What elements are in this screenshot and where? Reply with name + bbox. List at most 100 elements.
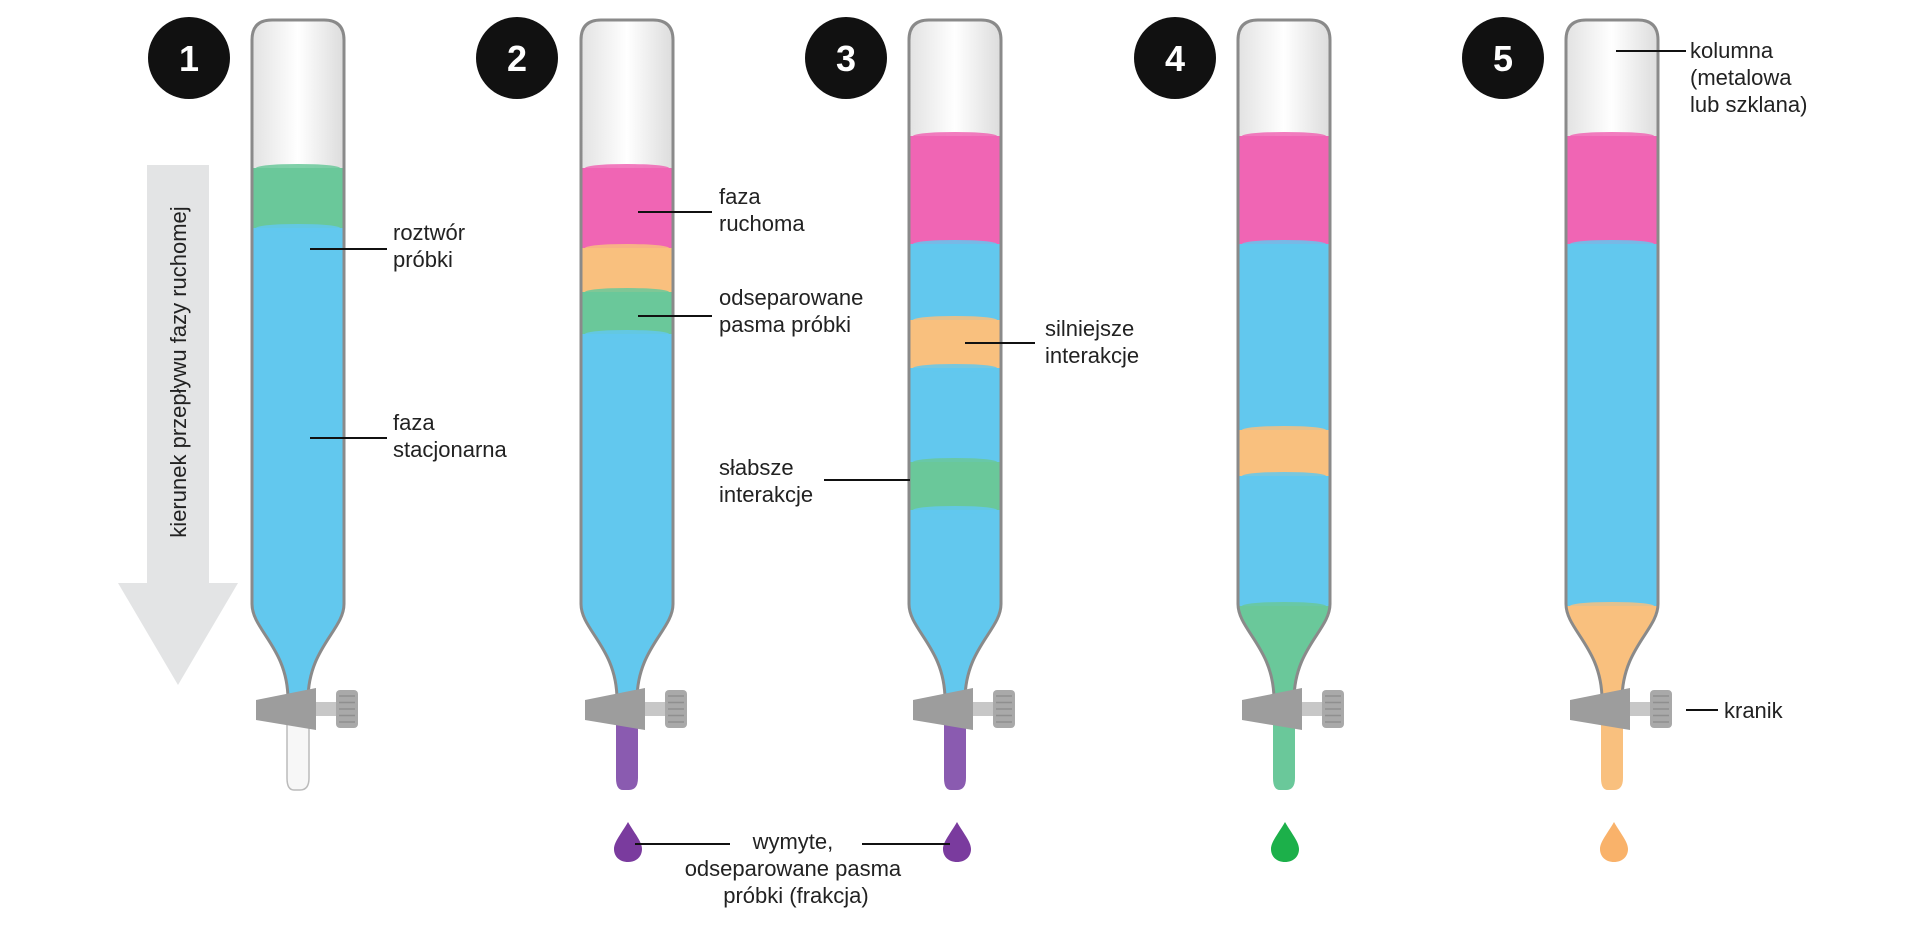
stopcock-shaft <box>645 702 667 716</box>
stationary-phase-rim <box>1242 472 1326 480</box>
stopcock-body <box>1242 688 1302 730</box>
stopcock-body <box>585 688 645 730</box>
stopcock-body <box>1570 688 1630 730</box>
stationary-phase-rim <box>913 506 997 514</box>
outlet-stem <box>1273 716 1295 790</box>
stopcock-shaft <box>973 702 995 716</box>
stationary-phase-rim <box>913 240 997 248</box>
step-number: 3 <box>836 38 856 79</box>
step-badge-1: 1 <box>148 17 230 99</box>
drop-purple-icon <box>614 822 642 862</box>
stationary-phase-label: faza stacjonarna <box>393 410 508 462</box>
orange-band-rim <box>913 316 997 324</box>
stopcock-body <box>913 688 973 730</box>
step-number: 1 <box>179 38 199 79</box>
green-band <box>909 462 1001 510</box>
green-band-rim <box>585 288 669 296</box>
flow-direction-arrow: kierunek przepływu fazy ruchomej <box>118 165 238 685</box>
stronger-interactions-label: silniejsze interakcje <box>1045 316 1140 368</box>
stationary-phase-rim <box>1570 240 1654 248</box>
step-badges: 1 2 3 4 5 <box>148 17 1544 99</box>
labels: roztwór próbki faza stacjonarna faza ruc… <box>393 38 1807 908</box>
column-fill <box>1238 132 1330 700</box>
sample-band <box>252 168 344 228</box>
step-number: 2 <box>507 38 527 79</box>
stationary-phase <box>1566 244 1658 606</box>
step-badge-5: 5 <box>1462 17 1544 99</box>
flow-arrow-label: kierunek przepływu fazy ruchomej <box>166 206 191 537</box>
sample-band-rim <box>256 164 340 172</box>
sample-solution-label: roztwór próbki <box>393 220 471 272</box>
tube-outline <box>579 18 675 702</box>
column-3 <box>907 18 1015 790</box>
stopcock-icon <box>1242 688 1344 730</box>
stopcock-icon <box>913 688 1015 730</box>
step-badge-2: 2 <box>476 17 558 99</box>
outlet-stem <box>616 716 638 790</box>
tube-outline <box>907 18 1003 702</box>
drop-orange-icon <box>1600 822 1628 862</box>
stationary-phase <box>1238 476 1330 606</box>
step-badge-4: 4 <box>1134 17 1216 99</box>
mobile-phase-rim <box>585 164 669 172</box>
stationary-phase <box>1238 244 1330 430</box>
outlet-stem <box>1601 716 1623 790</box>
down-arrow-icon <box>118 165 238 685</box>
stationary-phase <box>252 228 344 700</box>
mobile-phase-rim <box>913 132 997 140</box>
column-fill <box>581 164 673 700</box>
drop-green-icon <box>1271 822 1299 862</box>
green-band-rim <box>913 458 997 466</box>
stopcock-shaft <box>1630 702 1652 716</box>
weaker-interactions-label: słabsze interakcje <box>719 455 813 507</box>
eluate-drops <box>614 822 1628 862</box>
step-number: 5 <box>1493 38 1513 79</box>
orange-band <box>581 248 673 292</box>
stationary-phase <box>581 334 673 700</box>
stopcock-icon <box>256 688 358 730</box>
column-label: kolumna (metalowa lub szklana) <box>1690 38 1807 117</box>
mobile-phase-rim <box>1242 132 1326 140</box>
stationary-phase <box>909 510 1001 700</box>
stopcock-icon <box>1570 688 1672 730</box>
step-number: 4 <box>1165 38 1185 79</box>
stationary-phase <box>909 368 1001 462</box>
orange-band-rim <box>585 244 669 252</box>
mobile-phase <box>1566 136 1658 244</box>
stopcock-shaft <box>316 702 338 716</box>
column-fill <box>1566 132 1658 700</box>
mobile-phase <box>1238 136 1330 244</box>
mobile-phase <box>909 136 1001 244</box>
column-5 <box>1564 18 1672 790</box>
stationary-phase-rim <box>256 224 340 232</box>
column-fill <box>909 132 1001 700</box>
outlet-stem <box>944 716 966 790</box>
stopcock-body <box>256 688 316 730</box>
stopcock-shaft <box>1302 702 1324 716</box>
orange-band-rim <box>1570 602 1654 610</box>
stopcock-icon <box>585 688 687 730</box>
stopcock-label: kranik <box>1724 698 1784 723</box>
mobile-phase-label: faza ruchoma <box>719 184 805 236</box>
green-band <box>581 292 673 334</box>
stationary-phase-rim <box>585 330 669 338</box>
tube-outline <box>250 18 346 702</box>
column-1 <box>250 18 358 791</box>
outlet-stem <box>286 715 310 791</box>
column-2 <box>579 18 687 790</box>
drop-purple-icon <box>943 822 971 862</box>
mobile-phase <box>581 168 673 248</box>
orange-band <box>1238 430 1330 476</box>
tube-outline <box>1236 18 1332 702</box>
stationary-phase-rim <box>913 364 997 372</box>
stationary-phase <box>909 244 1001 320</box>
orange-band-rim <box>1242 426 1326 434</box>
leader-lines <box>310 50 1718 845</box>
stationary-phase-rim <box>1242 240 1326 248</box>
green-band-rim <box>1242 602 1326 610</box>
mobile-phase-rim <box>1570 132 1654 140</box>
column-fill <box>252 164 344 700</box>
column-4 <box>1236 18 1344 790</box>
tube-outline <box>1564 18 1660 702</box>
